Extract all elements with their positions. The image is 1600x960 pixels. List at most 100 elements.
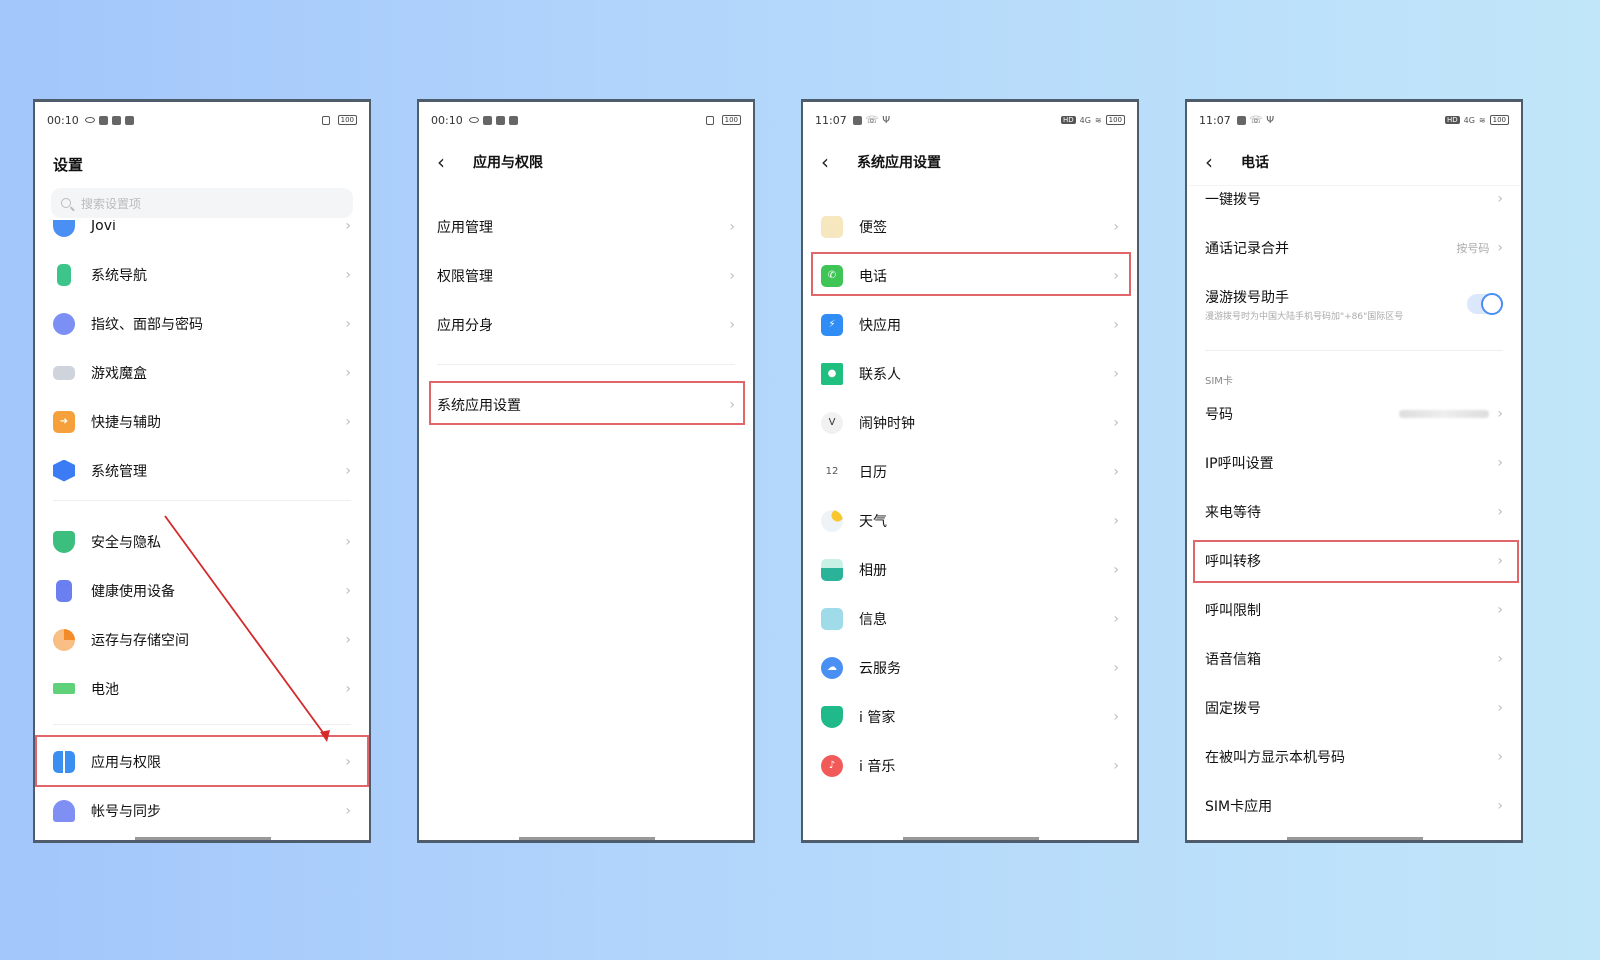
status-time: 00:10	[431, 113, 463, 127]
health-icon	[56, 579, 72, 602]
list-item-weather[interactable]: 天气 ›	[803, 496, 1137, 545]
list-item-app-management[interactable]: 应用管理 ›	[437, 218, 735, 236]
list-item-clock[interactable]: V 闹钟时钟 ›	[803, 398, 1137, 447]
search-input[interactable]: 搜索设置项	[51, 188, 353, 218]
messages-icon	[821, 607, 843, 630]
chevron-right-icon: ›	[1497, 190, 1503, 207]
list-item-music[interactable]: ♪ i 音乐 ›	[803, 741, 1137, 790]
chevron-right-icon: ›	[1497, 699, 1503, 716]
chevron-right-icon: ›	[345, 462, 351, 479]
highlight-box	[35, 735, 369, 787]
storage-pie-icon	[53, 628, 75, 651]
list-item-fixed-dialing[interactable]: 固定拨号 ›	[1205, 699, 1503, 717]
missed-call-icon: ☏	[865, 114, 879, 126]
status-bar: 00:10 100	[47, 110, 357, 130]
home-indicator	[135, 837, 271, 840]
divider	[1187, 185, 1521, 186]
list-item-call-forwarding[interactable]: 呼叫转移 ›	[1205, 552, 1503, 570]
home-indicator	[1287, 837, 1423, 840]
list-item-caller-id[interactable]: 在被叫方显示本机号码 ›	[1205, 748, 1503, 766]
list-item-permission-management[interactable]: 权限管理 ›	[437, 267, 735, 285]
list-item-speed-dial[interactable]: 一键拨号 ›	[1205, 190, 1503, 208]
mail-icon	[111, 115, 121, 125]
list-item-notes[interactable]: 便签 ›	[803, 202, 1137, 251]
page-title: 应用与权限	[473, 155, 543, 171]
list-item-cloud[interactable]: ☁ 云服务 ›	[803, 643, 1137, 692]
roaming-assistant-toggle[interactable]	[1467, 293, 1503, 315]
list-item-sim-apps[interactable]: SIM卡应用 ›	[1205, 797, 1503, 815]
list-item-jovi[interactable]: Jovi ›	[35, 218, 369, 244]
list-item-phone[interactable]: ✆ 电话 ›	[803, 251, 1137, 300]
list-item-call-barring[interactable]: 呼叫限制 ›	[1205, 601, 1503, 619]
list-item-battery[interactable]: 电池 ›	[35, 664, 369, 713]
chevron-right-icon: ›	[1113, 512, 1119, 529]
list-item-quick-app[interactable]: ⚡ 快应用 ›	[803, 300, 1137, 349]
highlight-box	[429, 381, 745, 425]
cloud-icon: ☁	[821, 656, 843, 679]
clipboard-icon	[508, 115, 518, 125]
list-item-fingerprint[interactable]: 指纹、面部与密码 ›	[35, 299, 369, 348]
list-item-health[interactable]: 健康使用设备 ›	[35, 566, 369, 615]
hd-icon: HD	[1444, 116, 1460, 124]
back-arrow-icon[interactable]: ‹	[437, 150, 445, 174]
list-item-ip-call[interactable]: IP呼叫设置 ›	[1205, 454, 1503, 472]
chevron-right-icon: ›	[1113, 561, 1119, 578]
list-item-storage[interactable]: 运存与存储空间 ›	[35, 615, 369, 664]
list-item-messages[interactable]: 信息 ›	[803, 594, 1137, 643]
chevron-right-icon: ›	[1113, 316, 1119, 333]
list-item-gallery[interactable]: 相册 ›	[803, 545, 1137, 594]
page-title: 设置	[53, 156, 84, 174]
list-item-account-sync[interactable]: 帐号与同步 ›	[35, 786, 369, 835]
clock-icon: V	[821, 411, 843, 434]
app-notification-icon	[98, 115, 108, 125]
list-item-number[interactable]: 号码 ›	[1205, 405, 1503, 423]
chevron-right-icon: ›	[1497, 503, 1503, 520]
list-item-contacts[interactable]: ● 联系人 ›	[803, 349, 1137, 398]
roaming-assistant-description: 漫游拨号时为中国大陆手机号码加"+86"国际区号	[1205, 311, 1404, 322]
chevron-right-icon: ›	[1497, 454, 1503, 471]
list-item-shortcut[interactable]: ➜ 快捷与辅助 ›	[35, 397, 369, 446]
list-item-system-manage[interactable]: 系统管理 ›	[35, 446, 369, 495]
list-item-call-waiting[interactable]: 来电等待 ›	[1205, 503, 1503, 521]
list-item-security[interactable]: 安全与隐私 ›	[35, 517, 369, 566]
chevron-right-icon: ›	[345, 315, 351, 332]
list-item-voicemail[interactable]: 语音信箱 ›	[1205, 650, 1503, 668]
call-log-merge-value: 按号码	[1456, 241, 1490, 255]
title-bar: ‹ 系统应用设置	[821, 152, 941, 172]
title-bar: ‹ 电话	[1205, 152, 1269, 172]
list-item-system-app-settings[interactable]: 系统应用设置 ›	[437, 396, 735, 414]
phone-screen-system-app-settings: 11:07 ☏ Ψ HD 4G ≋ 100 ‹ 系统应用设置 便签 › ✆ 电话…	[801, 99, 1139, 843]
highlight-box	[1193, 540, 1519, 583]
chevron-right-icon: ›	[729, 396, 735, 413]
list-item-system-nav[interactable]: 系统导航 ›	[35, 250, 369, 299]
search-placeholder: 搜索设置项	[81, 196, 142, 211]
list-item-apps-permissions[interactable]: 应用与权限 ›	[35, 737, 369, 786]
list-item-game-box[interactable]: 游戏魔盒 ›	[35, 348, 369, 397]
chevron-right-icon: ›	[345, 218, 351, 234]
status-bar: 11:07 ☏ Ψ HD 4G ≋ 100	[815, 110, 1125, 130]
list-item-call-log-merge[interactable]: 通话记录合并 按号码 ›	[1205, 239, 1503, 257]
list-item-app-clone[interactable]: 应用分身 ›	[437, 316, 735, 334]
battery-icon: 100	[1489, 115, 1509, 125]
divider	[53, 500, 351, 501]
shield-icon	[53, 530, 75, 553]
wifi-icon: ≋	[1094, 115, 1102, 125]
chevron-right-icon: ›	[1497, 748, 1503, 765]
chevron-right-icon: ›	[1113, 610, 1119, 627]
list-item-roaming-assistant[interactable]: 漫游拨号助手 漫游拨号时为中国大陆手机号码加"+86"国际区号	[1187, 278, 1521, 330]
chevron-right-icon: ›	[1113, 267, 1119, 284]
hd-icon: HD	[1060, 116, 1076, 124]
chevron-right-icon: ›	[1497, 239, 1503, 256]
back-arrow-icon[interactable]: ‹	[1205, 150, 1213, 174]
list-item-i-manager[interactable]: i 管家 ›	[803, 692, 1137, 741]
usb-icon: Ψ	[1266, 114, 1275, 126]
home-indicator	[903, 837, 1039, 840]
back-arrow-icon[interactable]: ‹	[821, 150, 829, 174]
app-notification-icon	[482, 115, 492, 125]
list-item-calendar[interactable]: 12 日历 ›	[803, 447, 1137, 496]
phone-screen-apps-permissions: 00:10 100 ‹ 应用与权限 应用管理 › 权限管理 › 应用分身 › 系…	[417, 99, 755, 843]
account-icon	[53, 799, 75, 822]
notes-icon	[821, 215, 843, 238]
battery-icon: 100	[721, 115, 741, 125]
sim-icon	[321, 115, 330, 125]
